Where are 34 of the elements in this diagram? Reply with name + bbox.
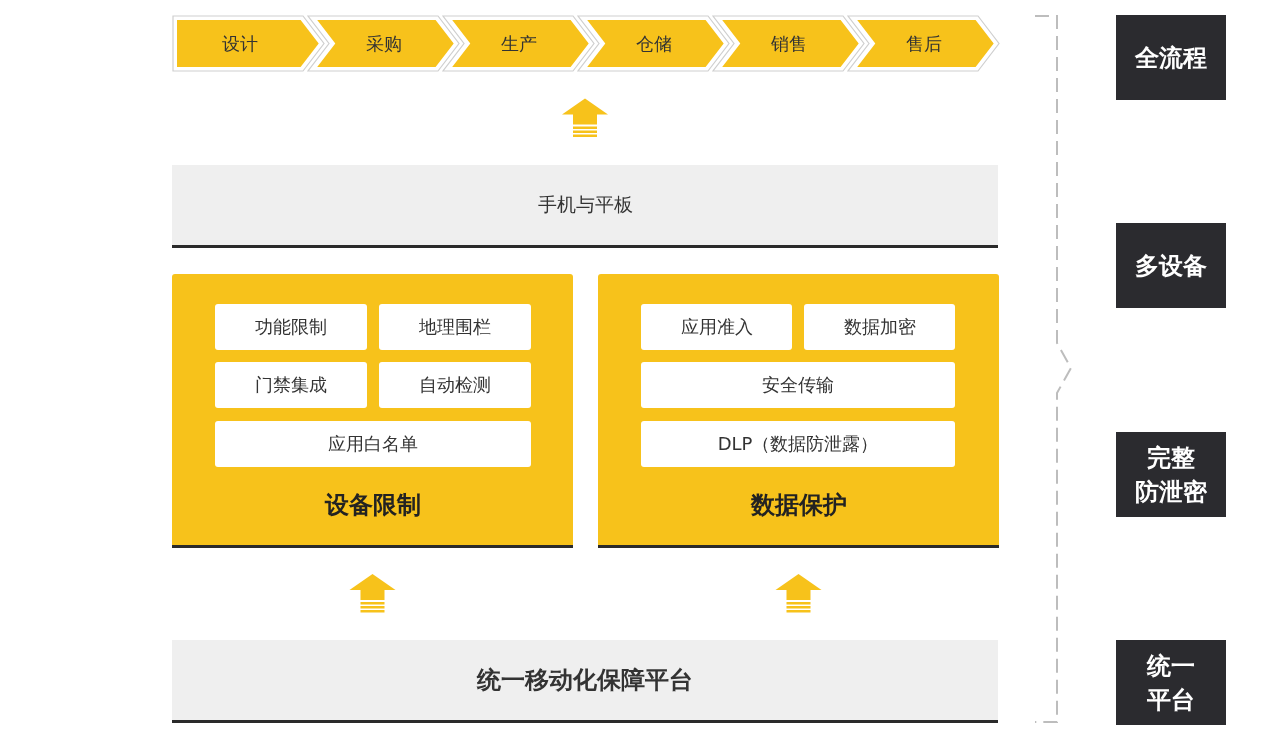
process-step (172, 15, 325, 72)
feature-tile: 门禁集成 (215, 362, 367, 408)
panel-heading: 数据保护 (750, 490, 847, 520)
process-step (577, 15, 730, 72)
layer-band: 手机与平板 (172, 165, 998, 248)
step-label: 仓储 (635, 32, 672, 55)
block-arrow (562, 98, 608, 137)
step-label: 设计 (221, 32, 258, 55)
step-label: 采购 (365, 32, 402, 55)
feature-tile: 地理围栏 (379, 304, 531, 350)
process-step (712, 15, 865, 72)
step-label: 销售 (770, 32, 807, 55)
process-step (307, 15, 460, 72)
feature-tile: 安全传输 (641, 362, 955, 408)
process-step (847, 15, 1000, 72)
feature-tile: DLP（数据防泄露） (641, 421, 955, 467)
category-tag: 全流程 (1116, 15, 1226, 100)
category-tag: 多设备 (1116, 223, 1226, 308)
process-step (442, 15, 595, 72)
feature-tile: 自动检测 (379, 362, 531, 408)
block-arrow (349, 574, 396, 613)
layer-band: 统一移动化保障平台 (172, 640, 998, 723)
category-tag: 完整防泄密 (1116, 432, 1226, 517)
module-panel (598, 274, 999, 548)
category-tag: 统一平台 (1116, 640, 1226, 725)
block-arrow (775, 574, 822, 613)
panel-heading: 设备限制 (324, 490, 421, 520)
feature-tile: 功能限制 (215, 304, 367, 350)
feature-tile: 应用白名单 (215, 421, 531, 467)
module-panel (172, 274, 573, 548)
feature-tile: 数据加密 (804, 304, 955, 350)
step-label: 售后 (905, 32, 942, 55)
feature-tile: 应用准入 (641, 304, 792, 350)
step-label: 生产 (500, 32, 537, 55)
